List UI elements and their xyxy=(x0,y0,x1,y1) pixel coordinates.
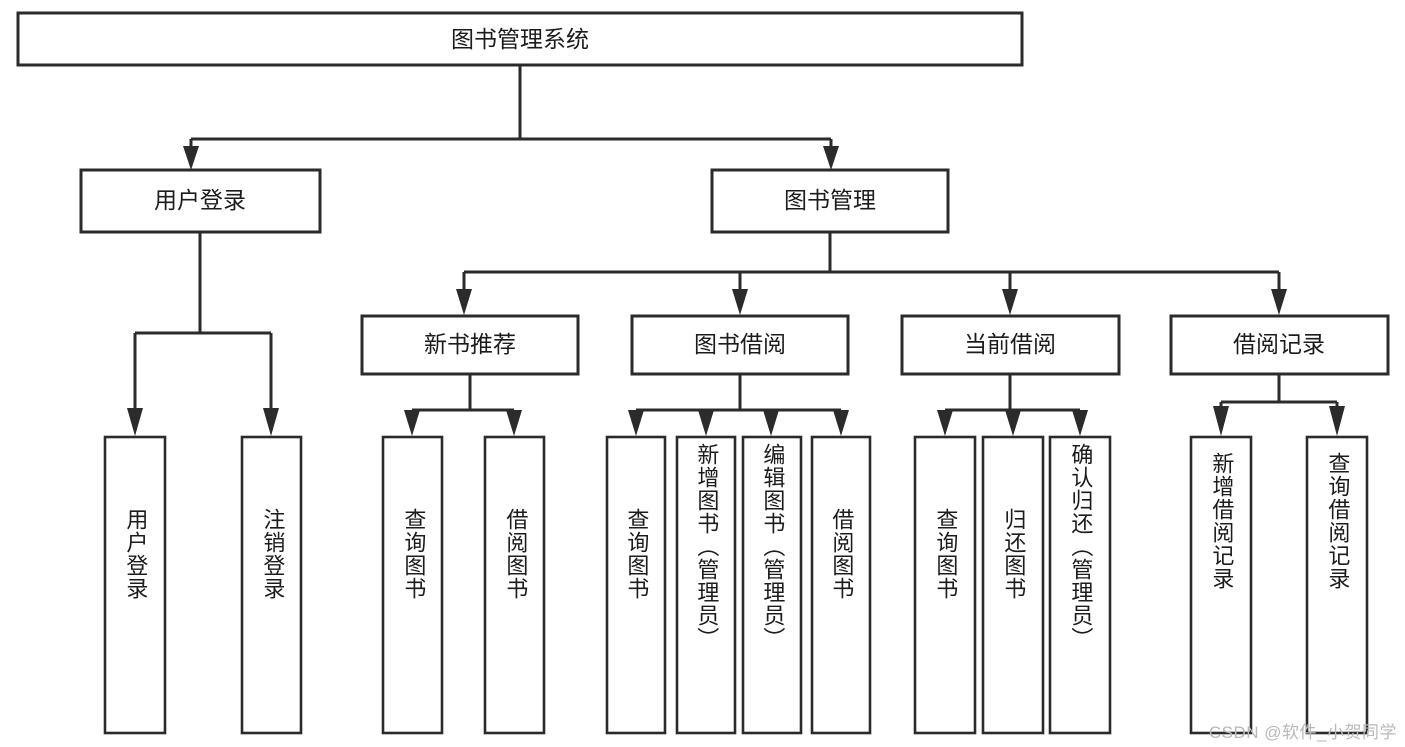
node-current-borrow-label: 当前借阅 xyxy=(964,331,1056,357)
leaf-label-br-2: 查询借阅记录 xyxy=(1325,452,1351,590)
arrow-head-bb-leaf-2 xyxy=(698,410,714,436)
leaf-label-bb-4: 借阅图书 xyxy=(829,508,855,600)
node-book-management-label: 图书管理 xyxy=(784,187,876,213)
connector-current-borrow-to-leaves xyxy=(937,374,1088,436)
node-user-login-label: 用户登录 xyxy=(154,187,246,213)
arrow-head-br-leaf-2 xyxy=(1329,406,1345,436)
node-new-book-recommend-label: 新书推荐 xyxy=(424,331,516,357)
leaf-label-user-login-1: 用户登录 xyxy=(123,508,149,600)
arrow-head-level2-2 xyxy=(823,146,839,170)
connector-book-management-to-level3 xyxy=(456,232,1287,315)
arrow-head-nbr-leaf-2 xyxy=(506,410,522,436)
leaf-label-bb-1: 查询图书 xyxy=(624,508,650,600)
node-root[interactable]: 图书管理系统 xyxy=(16,11,1024,67)
leaf-label-nbr-2: 借阅图书 xyxy=(503,508,529,600)
node-borrow-record-label: 借阅记录 xyxy=(1233,331,1325,357)
connector-new-book-recommend-to-leaves xyxy=(404,374,522,436)
leaf-box-cb-3[interactable] xyxy=(1048,435,1112,735)
connector-borrow-record-to-leaves xyxy=(1213,374,1345,436)
leaf-label-cb-1: 查询图书 xyxy=(933,508,959,600)
leaf-box-cb-2[interactable] xyxy=(981,435,1045,735)
arrow-head-bb-leaf-1 xyxy=(628,410,644,436)
node-book-management[interactable]: 图书管理 xyxy=(710,168,950,234)
node-root-label: 图书管理系统 xyxy=(451,26,589,52)
arrow-head-user-login-leaf-2 xyxy=(263,408,279,436)
connector-book-borrow-to-leaves xyxy=(628,374,849,436)
node-book-borrow-label: 图书借阅 xyxy=(694,331,786,357)
leaf-label-nbr-1: 查询图书 xyxy=(401,508,427,600)
leaf-box-nbr-1[interactable] xyxy=(381,435,444,735)
leaf-box-bb-4[interactable] xyxy=(810,435,872,735)
arrow-head-cb-leaf-3 xyxy=(1072,410,1088,436)
csdn-watermark: CSDN @软件_小贺同学 xyxy=(1208,723,1397,742)
node-new-book-recommend[interactable]: 新书推荐 xyxy=(360,314,580,376)
node-user-login[interactable]: 用户登录 xyxy=(79,168,322,234)
arrow-head-cb-leaf-2 xyxy=(1005,410,1021,436)
leaf-box-br-1[interactable] xyxy=(1189,435,1253,735)
leaf-box-nbr-2[interactable] xyxy=(483,435,546,735)
arrow-head-level3-3 xyxy=(1002,289,1018,315)
leaf-label-cb-3: 确认归还（管理员） xyxy=(1068,443,1094,650)
arrow-head-level3-1 xyxy=(456,289,472,315)
leaf-label-bb-2: 新增图书（管理员） xyxy=(694,443,720,650)
node-current-borrow[interactable]: 当前借阅 xyxy=(900,314,1121,376)
leaf-box-user-login-1[interactable] xyxy=(103,435,167,735)
leaf-box-cb-1[interactable] xyxy=(913,435,977,735)
node-book-borrow-box xyxy=(630,314,850,376)
node-book-borrow[interactable]: 图书借阅 xyxy=(630,314,850,376)
leaf-box-bb-3[interactable] xyxy=(741,435,803,735)
leaf-label-cb-2: 归还图书 xyxy=(1001,508,1027,600)
leaf-box-bb-2[interactable] xyxy=(675,435,737,735)
arrow-head-level3-4 xyxy=(1271,289,1287,315)
arrow-head-bb-leaf-4 xyxy=(833,410,849,436)
node-root-box xyxy=(16,11,1024,67)
connector-root-to-level2 xyxy=(183,65,839,170)
node-current-borrow-box xyxy=(900,314,1121,376)
leaf-label-user-login-2: 注销登录 xyxy=(260,508,286,600)
connector-user-login-to-leaves xyxy=(127,232,279,436)
node-new-book-recommend-box xyxy=(360,314,580,376)
leaf-box-bb-1[interactable] xyxy=(605,435,667,735)
arrow-head-level3-2 xyxy=(732,289,748,315)
arrow-head-br-leaf-1 xyxy=(1213,406,1229,436)
leaf-label-br-1: 新增借阅记录 xyxy=(1209,452,1235,590)
leaf-box-br-2[interactable] xyxy=(1305,435,1369,735)
leaf-box-user-login-2[interactable] xyxy=(240,435,303,735)
arrow-head-nbr-leaf-1 xyxy=(404,410,420,436)
arrow-head-bb-leaf-3 xyxy=(763,410,779,436)
arrow-head-cb-leaf-1 xyxy=(937,410,953,436)
arrow-head-user-login-leaf-1 xyxy=(127,408,143,436)
arrow-head-level2-1 xyxy=(183,146,199,170)
node-borrow-record[interactable]: 借阅记录 xyxy=(1169,314,1390,376)
leaf-label-bb-3: 编辑图书（管理员） xyxy=(760,443,786,650)
